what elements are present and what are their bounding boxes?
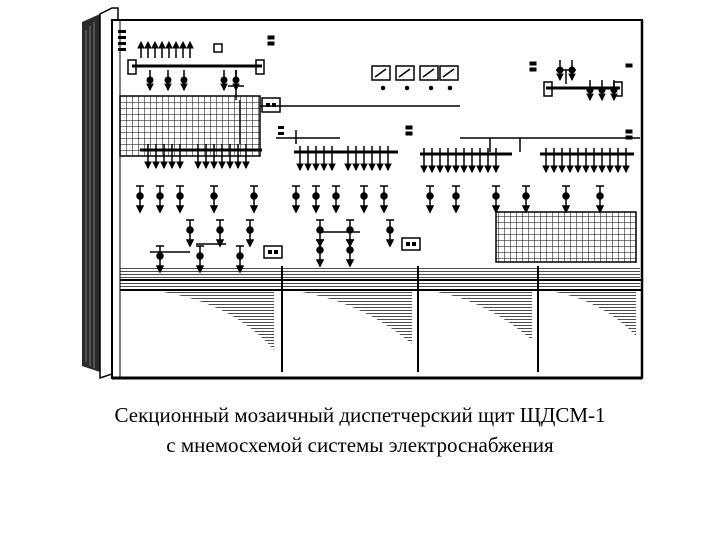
caption-line-1: Секционный мозаичный диспетчерский щит Щ…	[114, 403, 606, 427]
lower-cabinet-doors	[120, 266, 642, 372]
left-indicators	[118, 30, 126, 51]
left-mosaic-grid	[119, 95, 284, 157]
switchgear-row	[140, 125, 634, 173]
feeder-symbols	[135, 185, 605, 273]
top-left-busbar	[127, 35, 275, 100]
right-mosaic-grid	[495, 211, 637, 263]
dispatcher-panel-illustration	[82, 7, 644, 380]
indicator-boxes	[263, 237, 421, 259]
caption-line-2: с мнемосхемой системы электроснабжения	[166, 433, 554, 457]
top-right-busbar	[529, 59, 633, 101]
main-busbar	[239, 100, 640, 152]
measuring-instruments	[371, 65, 459, 91]
